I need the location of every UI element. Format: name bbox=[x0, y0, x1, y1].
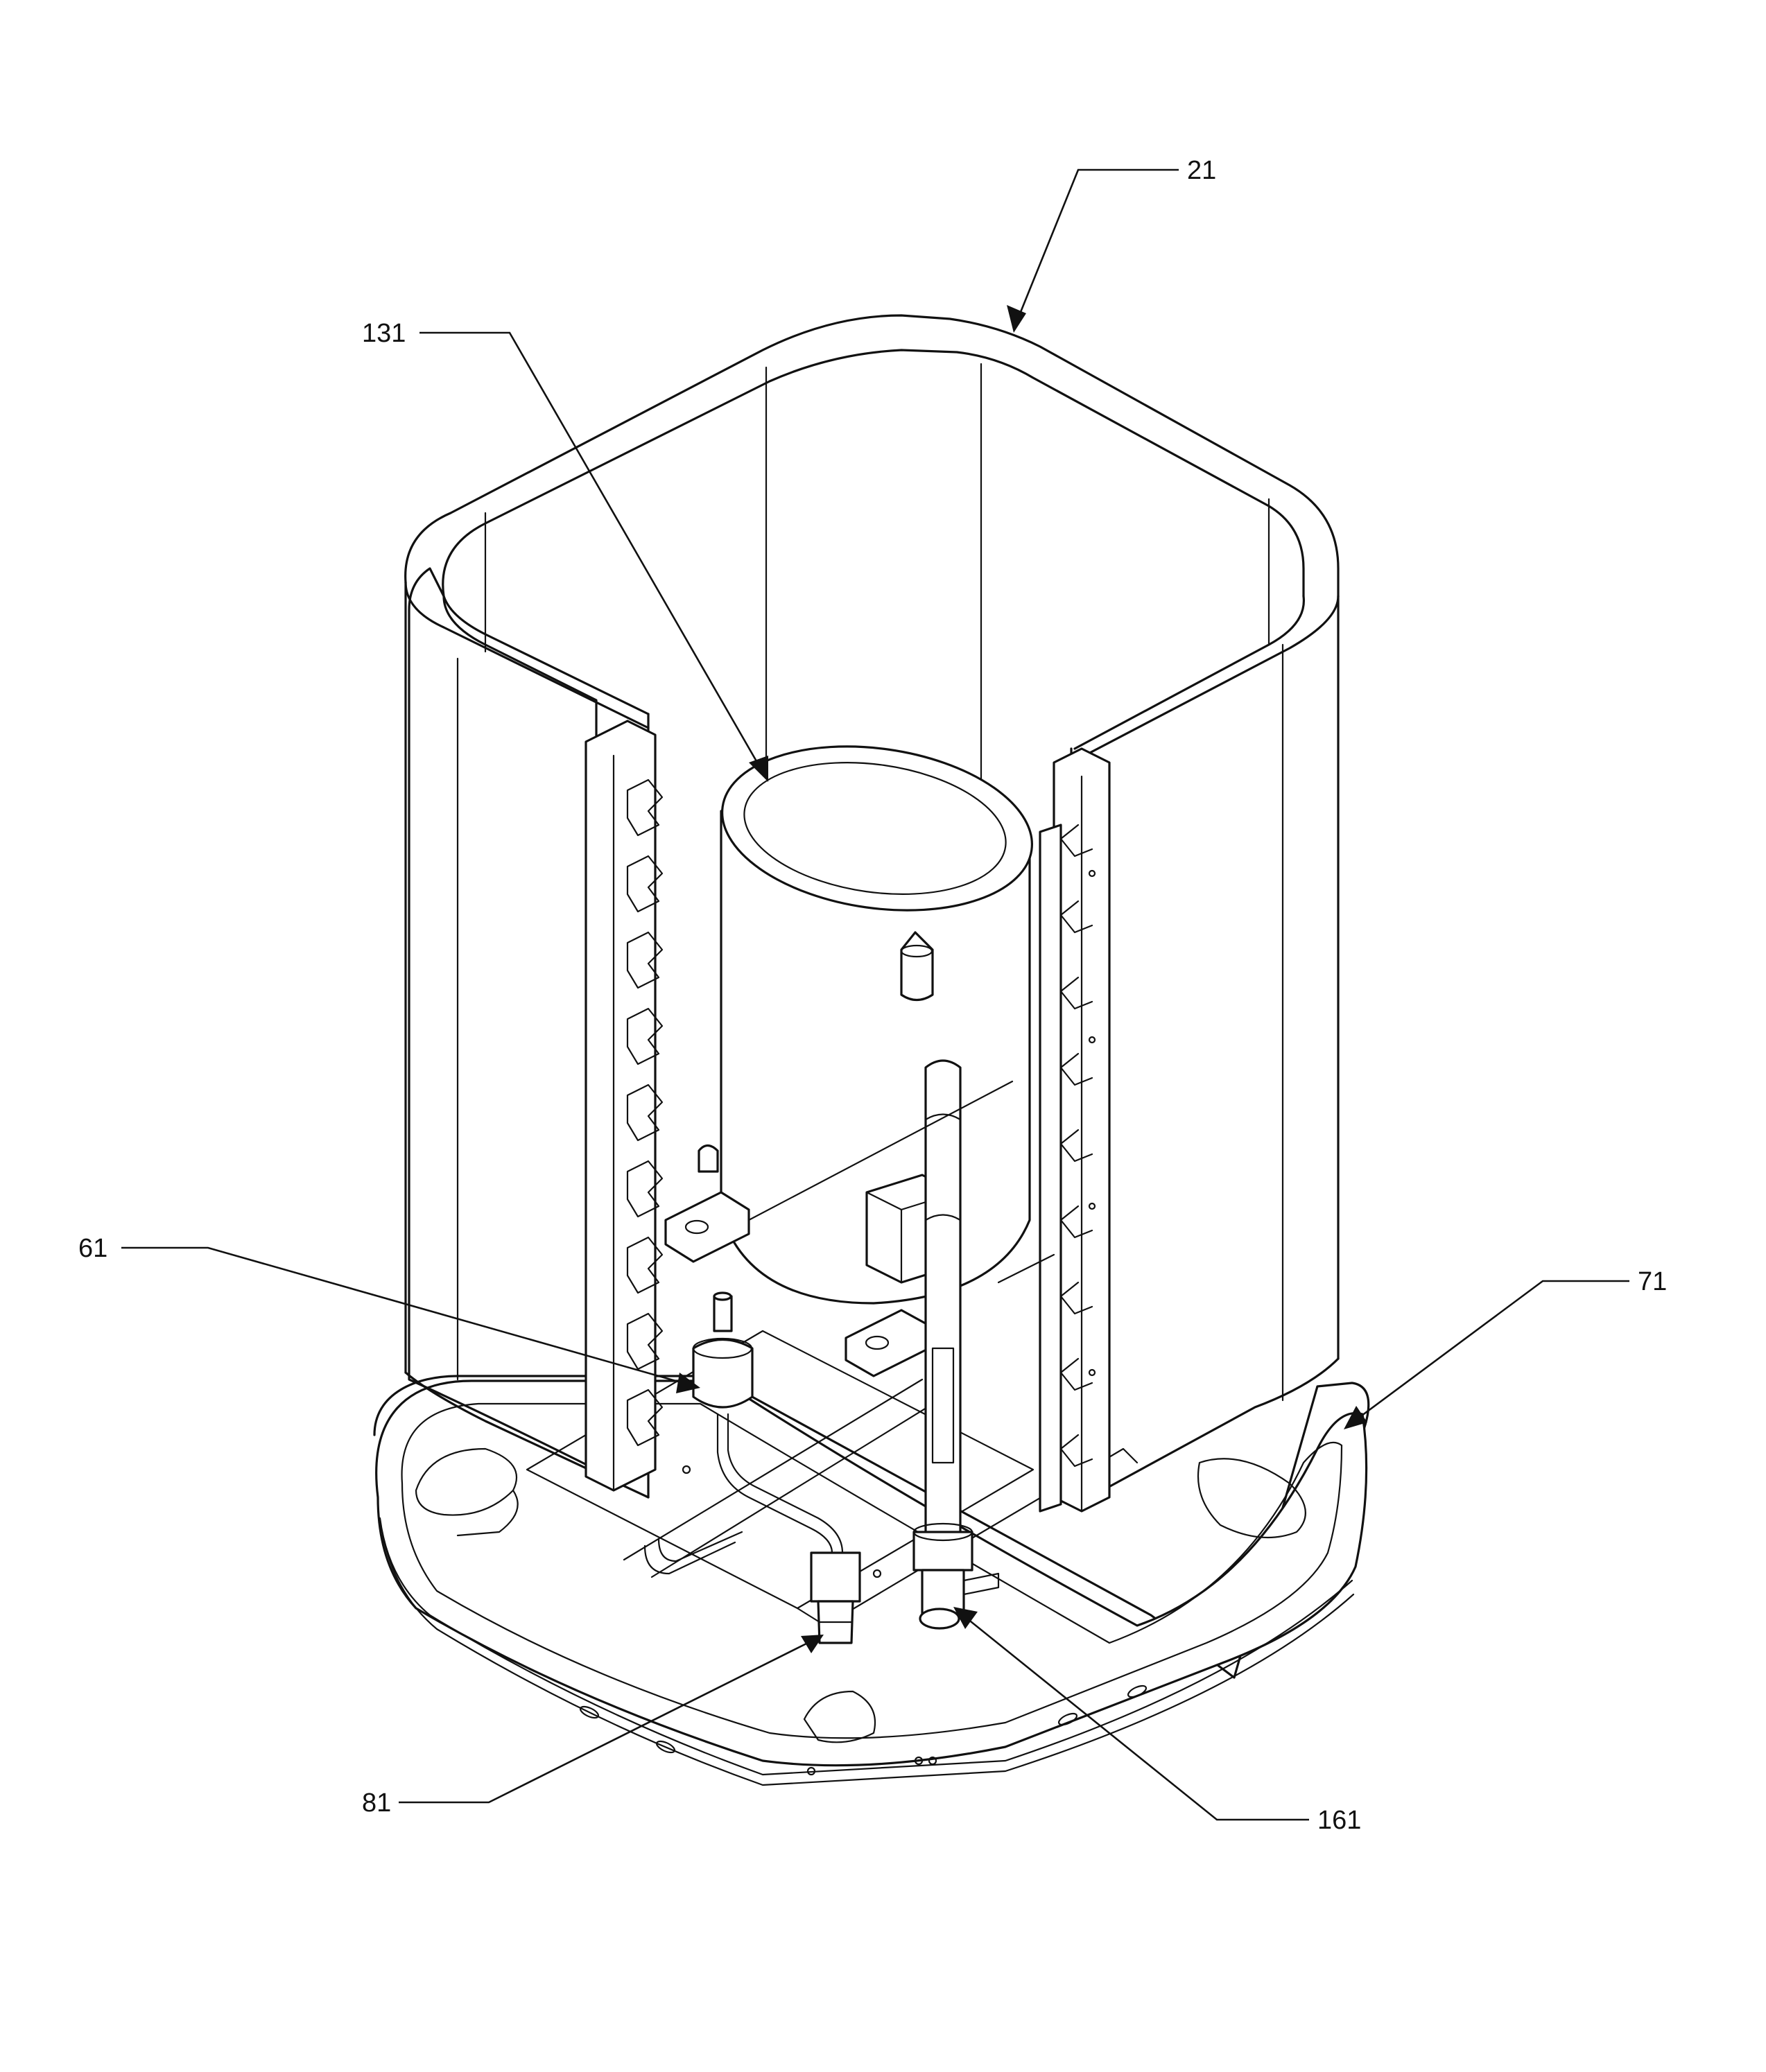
leader-131 bbox=[419, 331, 768, 782]
label-71: 71 bbox=[1638, 1267, 1667, 1296]
expansion-device bbox=[810, 1551, 861, 1644]
right-tube-sheet bbox=[1039, 747, 1111, 1513]
label-161: 161 bbox=[1317, 1806, 1361, 1835]
leader-21 bbox=[1007, 168, 1179, 333]
left-hairpins bbox=[626, 778, 664, 1447]
leader-161 bbox=[953, 1607, 1309, 1821]
service-valve bbox=[912, 1059, 1000, 1630]
base-pan bbox=[373, 1330, 1370, 1786]
label-131: 131 bbox=[362, 319, 406, 348]
compressor bbox=[664, 745, 1033, 1377]
left-tube-sheet bbox=[585, 720, 664, 1492]
leader-71 bbox=[1344, 1280, 1629, 1429]
leader-81 bbox=[399, 1635, 824, 1804]
tubing bbox=[643, 1080, 1055, 1575]
filter-drier bbox=[692, 1291, 844, 1554]
label-21: 21 bbox=[1187, 156, 1216, 185]
label-61: 61 bbox=[78, 1234, 107, 1263]
label-81: 81 bbox=[362, 1788, 391, 1818]
leader-61 bbox=[121, 1246, 700, 1393]
right-hairpins bbox=[1059, 824, 1093, 1468]
